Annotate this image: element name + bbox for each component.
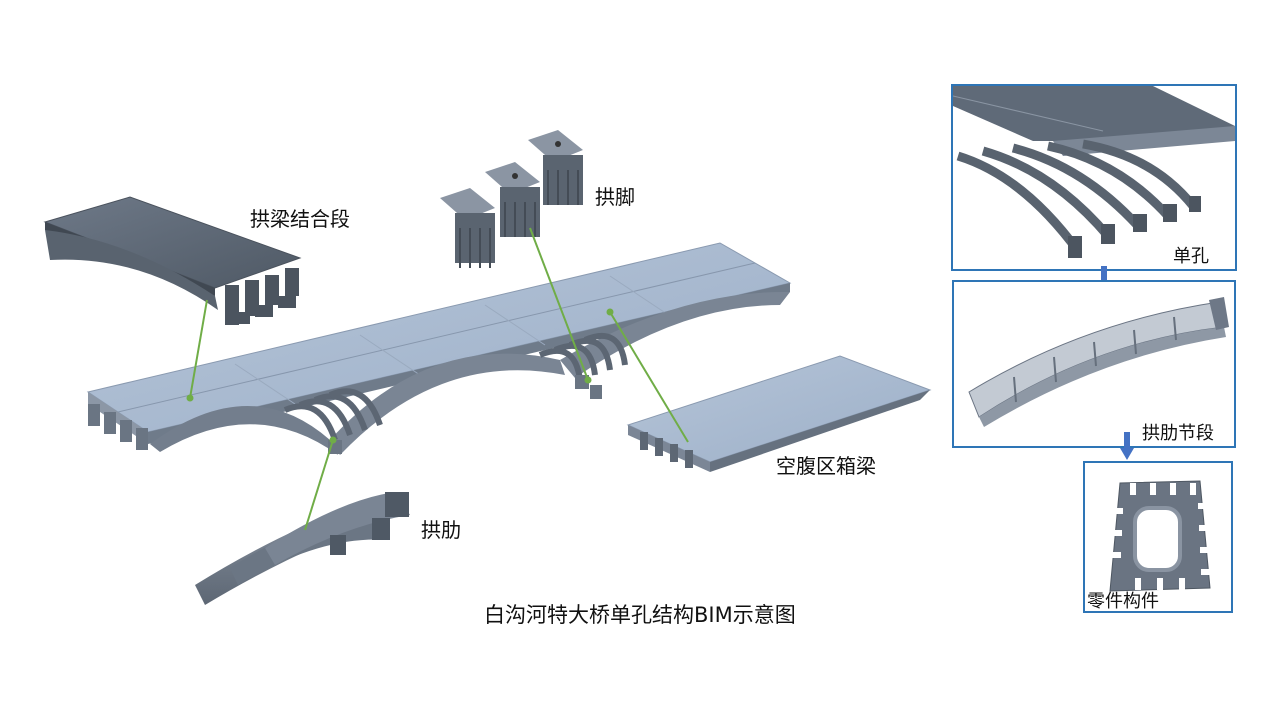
main-arch-mid [330, 353, 565, 455]
label-arch-beam-joint: 拱梁结合段 [250, 207, 350, 231]
leader-lines [189, 227, 689, 531]
label-component-part: 零件构件 [1087, 591, 1159, 612]
hollow-box-girder-model [626, 355, 932, 472]
main-deck-front [88, 392, 148, 444]
arch-rib-model [195, 492, 410, 605]
panel-single-span: 单孔 [951, 84, 1237, 271]
leader-arch-foot [529, 227, 589, 381]
diagram-caption: 白沟河特大桥单孔结构BIM示意图 [484, 603, 796, 627]
arch-beam-joint-model [43, 196, 302, 325]
main-bridge-model [86, 242, 792, 455]
main-arch-left [150, 405, 338, 455]
leader-dot-arch-foot [584, 376, 592, 384]
label-arch-foot: 拱脚 [595, 185, 635, 209]
leader-arch-beam-joint [189, 299, 208, 399]
leader-dot-hollow-box [606, 308, 614, 316]
arrow-down-icon [1120, 432, 1134, 460]
label-arch-rib-segment: 拱肋节段 [1142, 423, 1214, 444]
leader-hollow-box [609, 311, 689, 443]
panel-arch-rib-segment: 拱肋节段 [952, 280, 1236, 448]
panel-component-part: 零件构件 [1083, 461, 1233, 613]
leader-dot-arch-rib [329, 436, 337, 444]
label-arch-rib: 拱肋 [421, 518, 461, 542]
leader-dot-arch-beam-joint [186, 394, 194, 402]
component-part-image [1109, 480, 1213, 592]
arch-feet-model [440, 130, 583, 268]
single-span-image [953, 86, 1235, 258]
leader-arch-rib [304, 439, 334, 531]
label-hollow-box-girder: 空腹区箱梁 [776, 454, 876, 478]
arch-rib-segment-image [968, 297, 1229, 427]
label-single-span: 单孔 [1173, 246, 1209, 267]
